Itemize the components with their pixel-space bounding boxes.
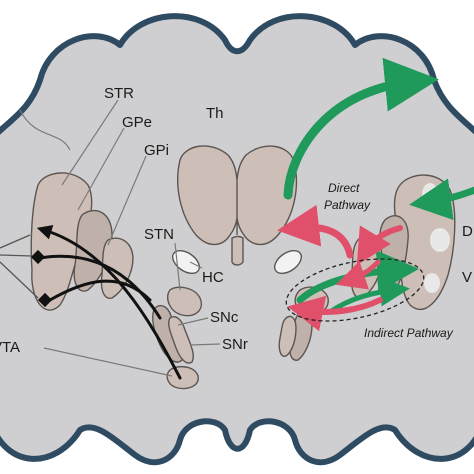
sulcus-line-left [19,109,71,151]
indirect-pathway-arrow-2 [335,259,381,290]
leader-vta [43,347,173,377]
label-hc: HC [202,269,224,286]
label-th: Th [206,105,224,122]
label-str: STR [104,85,134,102]
dopamine-arrow-3 [48,279,152,302]
label-direct: Direct [328,181,360,195]
striatum-right-highlight-3 [424,273,440,293]
label-stn: STN [144,226,174,243]
leader-gpi [107,155,147,246]
fan-line-2 [0,254,33,257]
fan-line-3 [0,261,39,299]
label-snc: SNc [210,309,239,326]
label-gpe: GPe [122,114,152,131]
dopamine-arrow-2 [38,254,162,320]
snr-left [167,316,194,364]
indirect-pathway-outline [285,258,425,322]
label-pathway: Pathway [324,198,371,212]
direct-pathway-arrow-2 [327,276,410,315]
gpi-thalamus-arrow [277,204,354,259]
label-gpi: GPi [144,142,169,159]
leader-stn [174,242,181,291]
label-v-partial: V [462,269,472,286]
dopamine-arrow-1 [36,225,182,380]
stn-left [166,286,202,317]
striatum-left [30,172,93,311]
leader-snc [177,317,209,326]
fan-line-1 [0,234,31,249]
terminal-diamond-2 [37,292,53,308]
striatum-right-highlight-2 [430,228,450,252]
vta-left [166,365,199,390]
leader-hc [189,261,203,269]
hippocampus-right [273,249,303,275]
label-vta: VTA [0,339,20,356]
thalamocortical-arrow [283,57,439,200]
leader-snr [189,343,221,346]
leader-gpe [77,127,125,211]
third-ventricle-stem [231,235,244,266]
indirect-pathway-arrow [287,295,383,332]
label-snr: SNr [222,336,248,353]
corticostriatal-arrow [409,178,474,221]
hippocampus-left [171,249,201,275]
striatum-gpe-arrow [356,225,403,266]
label-indirect-pathway: Indirect Pathway [364,326,454,340]
label-d-partial: D [462,223,473,240]
leader-str [61,99,119,186]
